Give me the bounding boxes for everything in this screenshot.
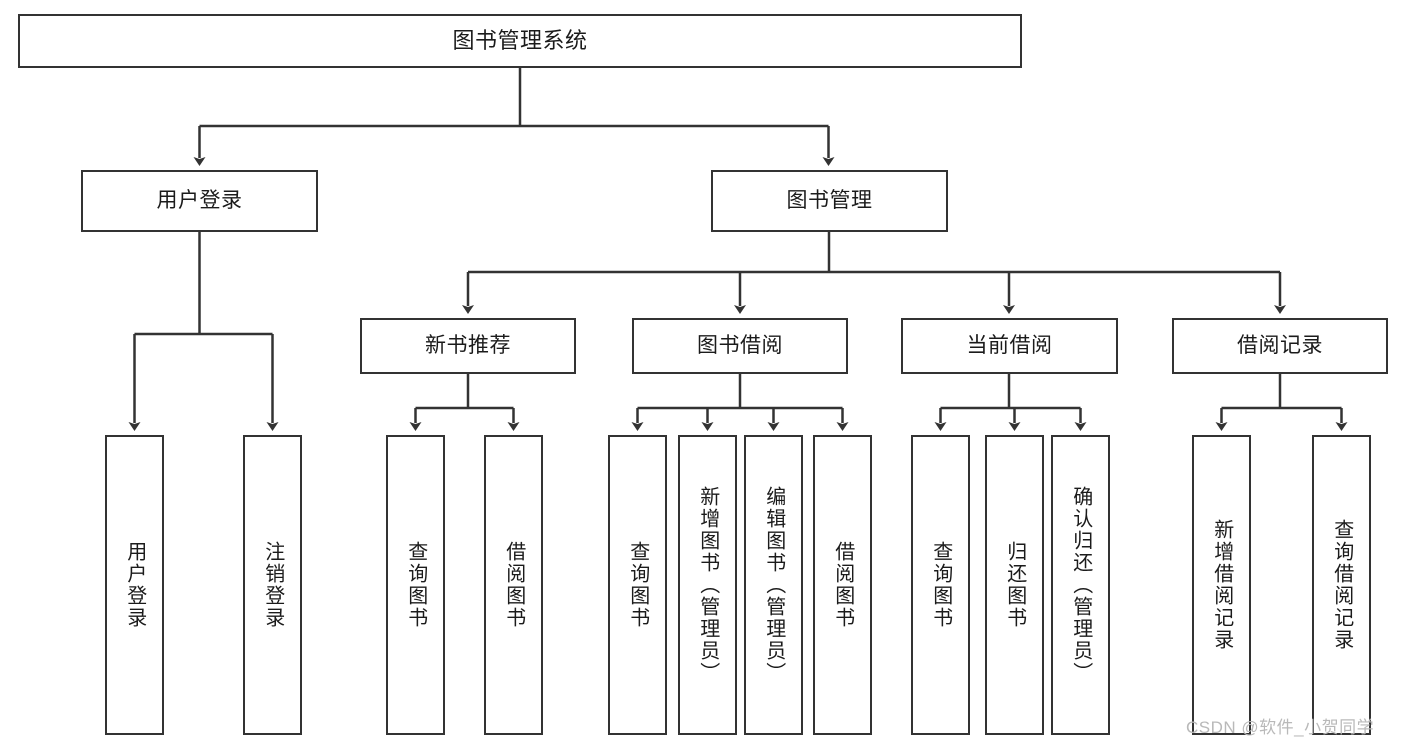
leaf-user-login[interactable]: 用户登录: [105, 435, 164, 735]
leaf-query-book-2[interactable]: 查询图书: [608, 435, 667, 735]
node-label: 注销登录: [261, 541, 284, 629]
node-label: 查询图书: [929, 541, 952, 629]
node-label: 借阅记录: [1237, 333, 1323, 357]
node-label: 查询图书: [626, 541, 649, 629]
leaf-borrow-book-1[interactable]: 借阅图书: [484, 435, 543, 735]
leaf-borrow-book-2[interactable]: 借阅图书: [813, 435, 872, 735]
leaf-add-book-admin[interactable]: 新增图书（管理员）: [678, 435, 737, 735]
node-user-login[interactable]: 用户登录: [81, 170, 318, 232]
node-borrow-record[interactable]: 借阅记录: [1172, 318, 1388, 374]
node-label: 用户登录: [156, 188, 243, 212]
csdn-watermark: CSDN @软件_小贺同学: [1186, 718, 1375, 737]
node-label: 编辑图书（管理员）: [762, 486, 785, 684]
node-label: 确认归还（管理员）: [1069, 486, 1092, 684]
node-book-management[interactable]: 图书管理: [711, 170, 948, 232]
leaf-query-borrow-record[interactable]: 查询借阅记录: [1312, 435, 1371, 735]
leaf-add-borrow-record[interactable]: 新增借阅记录: [1192, 435, 1251, 735]
node-label: 图书管理系统: [452, 28, 588, 54]
node-current-borrow[interactable]: 当前借阅: [901, 318, 1118, 374]
node-root-system[interactable]: 图书管理系统: [18, 14, 1022, 68]
leaf-logout-login[interactable]: 注销登录: [243, 435, 302, 735]
node-book-borrow[interactable]: 图书借阅: [632, 318, 848, 374]
node-new-book-recommend[interactable]: 新书推荐: [360, 318, 576, 374]
node-label: 新书推荐: [425, 333, 511, 357]
node-label: 新增图书（管理员）: [696, 486, 719, 684]
node-label: 图书借阅: [697, 333, 783, 357]
node-label: 查询借阅记录: [1330, 519, 1353, 651]
node-label: 借阅图书: [831, 541, 854, 629]
node-label: 归还图书: [1003, 541, 1026, 629]
leaf-edit-book-admin[interactable]: 编辑图书（管理员）: [744, 435, 803, 735]
node-label: 用户登录: [123, 541, 146, 629]
node-label: 查询图书: [404, 541, 427, 629]
node-label: 新增借阅记录: [1210, 519, 1233, 651]
node-label: 当前借阅: [966, 333, 1053, 357]
leaf-query-book-1[interactable]: 查询图书: [386, 435, 445, 735]
node-label: 借阅图书: [502, 541, 525, 629]
leaf-return-book[interactable]: 归还图书: [985, 435, 1044, 735]
node-label: 图书管理: [786, 188, 873, 212]
leaf-confirm-return-admin[interactable]: 确认归还（管理员）: [1051, 435, 1110, 735]
leaf-query-book-3[interactable]: 查询图书: [911, 435, 970, 735]
